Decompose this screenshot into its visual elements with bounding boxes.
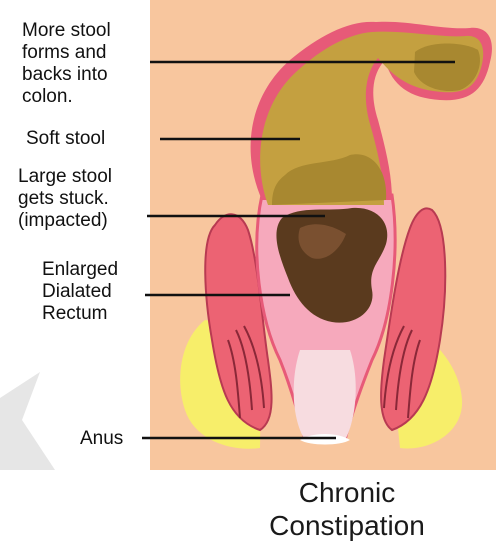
label-line: More stool	[22, 20, 111, 42]
label-line: (impacted)	[18, 210, 112, 232]
label-anus: Anus	[80, 428, 123, 450]
label-more-stool: More stool forms and backs into colon.	[22, 20, 111, 108]
label-line: gets stuck.	[18, 188, 112, 210]
label-line: backs into	[22, 64, 111, 86]
label-line: colon.	[22, 86, 111, 108]
label-line: Dialated	[42, 281, 118, 303]
label-line: Enlarged	[42, 259, 118, 281]
label-line: Rectum	[42, 303, 118, 325]
label-large-stool: Large stool gets stuck. (impacted)	[18, 166, 112, 232]
title-line: Constipation	[232, 509, 462, 542]
label-enlarged-rectum: Enlarged Dialated Rectum	[42, 259, 118, 325]
diagram-title: Chronic Constipation	[232, 476, 462, 542]
anal-canal	[294, 350, 356, 440]
watermark-swoosh	[0, 372, 55, 470]
title-line: Chronic	[232, 476, 462, 509]
label-line: forms and	[22, 42, 111, 64]
label-line: Large stool	[18, 166, 112, 188]
label-soft-stool: Soft stool	[26, 128, 105, 150]
